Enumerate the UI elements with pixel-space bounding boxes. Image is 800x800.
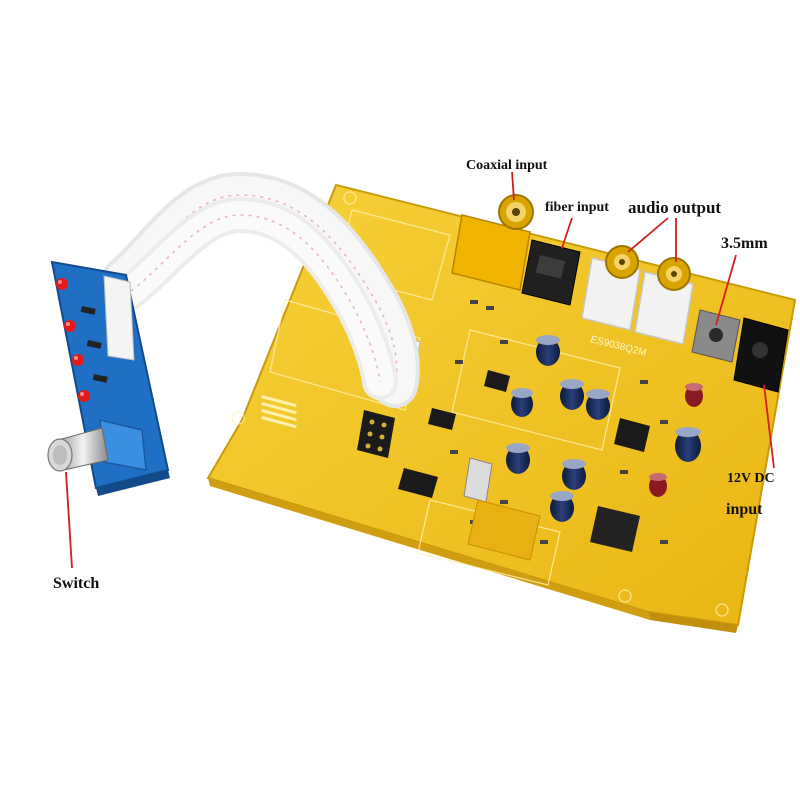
callout-fiber <box>561 217 573 249</box>
rotary-knob <box>47 427 109 472</box>
led-indicators <box>56 278 90 402</box>
callout-audio-left <box>627 217 669 253</box>
label-audio-output: audio output <box>628 198 722 217</box>
pin-header <box>357 410 395 458</box>
capacitor <box>560 379 584 410</box>
coaxial-rca-jack <box>451 194 534 291</box>
capacitor <box>586 389 610 420</box>
label-coaxial-input: Coaxial input <box>466 158 548 173</box>
audio-output-rca-pair <box>581 245 694 345</box>
ic-chips <box>398 370 650 552</box>
callout-35mm <box>715 254 737 326</box>
capacitor <box>675 427 701 462</box>
capacitor <box>506 443 530 474</box>
dip8-chip <box>614 418 650 452</box>
dc-barrel-jack <box>733 317 789 393</box>
label-12v-dc: 12V DC <box>727 471 775 486</box>
headphone-jack-35mm <box>691 309 741 363</box>
capacitor <box>550 491 574 522</box>
callout-12v <box>763 384 775 469</box>
selector-board <box>50 260 170 496</box>
callout-switch <box>65 471 73 569</box>
smd-chip <box>428 408 456 430</box>
capacitor <box>562 459 586 490</box>
capacitor <box>511 388 533 417</box>
resistors <box>80 306 108 383</box>
label-35mm: 3.5mm <box>721 235 768 252</box>
pin-label-block <box>261 395 297 429</box>
led <box>72 354 84 366</box>
label-fiber-input: fiber input <box>545 200 609 215</box>
led <box>78 390 90 402</box>
led <box>64 320 76 332</box>
capacitors <box>506 335 703 522</box>
smd-chip <box>484 370 510 392</box>
callout-coaxial <box>511 171 515 201</box>
label-dc-input: input <box>726 501 763 518</box>
capacitor <box>536 335 560 366</box>
fiber-optical-jack <box>521 239 581 306</box>
ribbon-cable <box>100 171 420 408</box>
led <box>56 278 68 290</box>
label-switch: Switch <box>53 575 100 592</box>
prototype-pad-area <box>467 499 541 561</box>
callout-lines <box>65 171 775 569</box>
capacitor-red <box>649 473 667 497</box>
regulator-chip <box>590 506 640 552</box>
soic-chip <box>398 468 438 498</box>
capacitor-red <box>685 383 703 407</box>
